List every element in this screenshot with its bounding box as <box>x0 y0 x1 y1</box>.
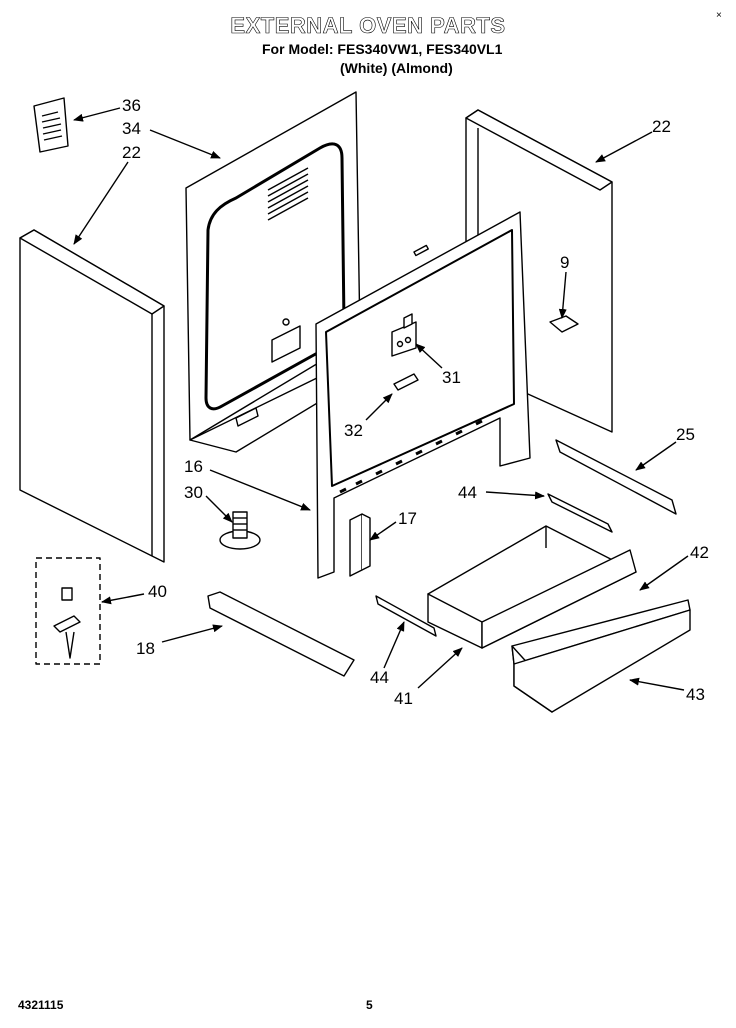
clip-part <box>393 373 419 391</box>
callout-34: 34 <box>122 119 141 138</box>
callout-16: 16 <box>184 457 203 476</box>
callout-40: 40 <box>148 582 167 601</box>
leader-43 <box>629 677 685 691</box>
front-frame-part <box>315 211 531 579</box>
color-line: (White) (Almond) <box>340 60 453 76</box>
side-bracket-part <box>349 513 371 577</box>
page-number: 5 <box>366 998 373 1012</box>
leader-22-left <box>73 161 129 245</box>
callout-30: 30 <box>184 483 203 502</box>
callout-22-right: 22 <box>652 117 671 136</box>
leader-36 <box>73 107 121 122</box>
callout-41: 41 <box>394 689 413 708</box>
callout-9: 9 <box>560 253 569 272</box>
callout-43: 43 <box>686 685 705 704</box>
leader-9 <box>558 271 567 319</box>
drawer-slide-lower-part <box>375 595 437 637</box>
corner-mark: × <box>716 10 722 21</box>
leader-30 <box>205 495 233 523</box>
doc-number: 4321115 <box>18 998 64 1012</box>
base-rail-part <box>207 591 355 677</box>
callout-42: 42 <box>690 543 709 562</box>
callout-32: 32 <box>344 421 363 440</box>
label-card-part <box>33 97 69 153</box>
callout-36: 36 <box>122 96 141 115</box>
leveling-leg-part <box>219 511 261 550</box>
model-line: For Model: FES340VW1, FES340VL1 <box>262 41 503 57</box>
callout-17: 17 <box>398 509 417 528</box>
leader-32 <box>365 393 393 421</box>
callout-44-top: 44 <box>458 483 477 502</box>
anti-tip-kit-part <box>35 557 101 665</box>
leader-18 <box>161 624 223 643</box>
leader-41 <box>417 647 463 689</box>
leader-40 <box>101 593 145 605</box>
callout-31: 31 <box>442 368 461 387</box>
leader-34 <box>149 129 221 159</box>
leader-22-right <box>595 131 653 163</box>
page-title: EXTERNAL OVEN PARTS <box>230 13 506 38</box>
drawer-rail-part <box>555 439 677 515</box>
callout-25: 25 <box>676 425 695 444</box>
drawer-front-part <box>511 599 691 713</box>
drawer-slide-upper-part <box>547 493 613 533</box>
left-side-panel-part <box>19 229 165 563</box>
callout-44-bottom: 44 <box>370 668 389 687</box>
leader-31 <box>415 343 443 369</box>
callout-22-left: 22 <box>122 143 141 162</box>
leader-17 <box>369 521 397 541</box>
storage-drawer-part <box>427 525 637 649</box>
leader-44-top <box>485 491 545 500</box>
callout-18: 18 <box>136 639 155 658</box>
leader-16 <box>209 469 311 511</box>
leader-42 <box>639 555 689 591</box>
leader-44-bottom <box>383 621 405 669</box>
leader-25 <box>635 441 677 471</box>
